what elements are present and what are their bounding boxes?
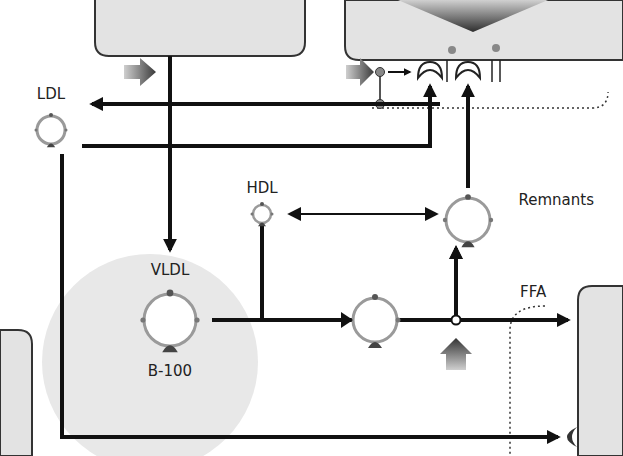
- thin-line: [499, 60, 501, 82]
- particle-label: B-100: [148, 363, 192, 380]
- apoprotein: [49, 113, 53, 117]
- hdl-particle: HDL: [236, 180, 288, 224]
- particle-label: HDL: [246, 180, 277, 197]
- flow-connector: [290, 213, 436, 215]
- particle-ring: [353, 298, 397, 342]
- particle-label: VLDL: [151, 262, 190, 279]
- apoprotein: [167, 290, 174, 297]
- dotted-boundary: [510, 306, 545, 456]
- apoprotein: [47, 144, 55, 148]
- apoprotein: [465, 194, 471, 200]
- apoprotein: [461, 241, 474, 247]
- thin-line: [491, 60, 493, 82]
- apoprotein: [443, 218, 447, 222]
- receptor: [567, 427, 577, 447]
- flow-connector: [212, 248, 456, 320]
- apoprotein: [368, 342, 382, 348]
- particle-label: Remnants: [519, 192, 595, 209]
- remnant-particle: Remnants: [438, 192, 594, 246]
- gradient-arrow: [124, 58, 156, 86]
- apoprotein: [260, 202, 264, 206]
- stalk-dot: [376, 68, 385, 77]
- thin-arrow: [388, 71, 410, 73]
- apoprotein: [140, 317, 145, 322]
- receptor: [418, 62, 442, 78]
- receptor: [456, 62, 480, 78]
- ldl-uptake-arrow: [82, 86, 430, 146]
- droplet: [448, 46, 456, 54]
- junction: [452, 316, 461, 325]
- idl-particle: [353, 294, 401, 348]
- ffa-arrow: [460, 318, 568, 322]
- arrowhead: [341, 312, 353, 328]
- apoprotein: [251, 213, 254, 216]
- apoprotein: [258, 223, 266, 227]
- apoprotein: [35, 129, 38, 132]
- tissue-cell: [578, 286, 623, 456]
- apoprotein: [162, 345, 178, 352]
- particle-ring: [446, 198, 490, 242]
- ldl-particle: LDL: [22, 86, 80, 148]
- lipase-arrow: [440, 338, 472, 370]
- particle: [35, 113, 68, 147]
- apoprotein: [489, 218, 493, 222]
- particle: [443, 194, 493, 247]
- apoprotein: [194, 317, 199, 322]
- particle-ring: [253, 205, 271, 223]
- vldl-halo: [42, 254, 258, 456]
- particle-ring: [37, 116, 65, 144]
- droplet: [492, 44, 500, 52]
- liver-cell: [345, 0, 623, 60]
- intestine-cell: [95, 0, 305, 56]
- apoprotein: [65, 129, 68, 132]
- particle: [140, 290, 199, 353]
- apoprotein: [372, 294, 378, 300]
- particle: [251, 202, 274, 226]
- ldl-release-arrow: [92, 102, 440, 106]
- secretion-arrow: [168, 56, 172, 250]
- uptake-arrow: [398, 0, 548, 32]
- particle-ring: [144, 294, 196, 346]
- flow-label: FFA: [520, 284, 546, 301]
- thin-line: [446, 60, 448, 82]
- apoprotein: [396, 318, 401, 323]
- vldl-particle: VLDL B-100: [128, 262, 212, 380]
- particle-label: LDL: [37, 86, 65, 103]
- remnant-uptake-arrow: [466, 86, 470, 188]
- gradient-arrow: [346, 58, 374, 86]
- left-cell: [0, 330, 32, 456]
- ldl-tissue-arrow: [62, 154, 558, 437]
- apoprotein: [271, 213, 274, 216]
